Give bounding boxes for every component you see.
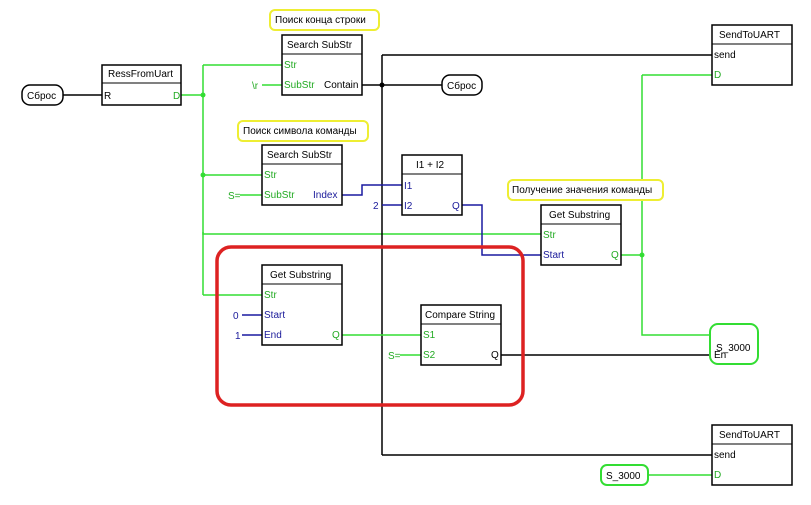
svg-text:D: D — [714, 70, 721, 81]
var-s3000-in[interactable]: S_3000 — [600, 464, 649, 486]
svg-text:Compare String: Compare String — [425, 310, 495, 321]
svg-text:D: D — [714, 470, 721, 481]
block-send-to-uart-1[interactable]: SendToUART send D — [711, 24, 793, 86]
svg-text:Search SubStr: Search SubStr — [287, 40, 353, 51]
svg-text:Q: Q — [611, 250, 619, 261]
svg-text:Сброс: Сброс — [27, 90, 56, 102]
var-s3000-out[interactable]: S_3000 En — [709, 323, 759, 365]
wire-ress-d-bus — [181, 64, 541, 296]
svg-text:Contain: Contain — [324, 80, 358, 91]
svg-text:I2: I2 — [404, 201, 413, 212]
svg-text:Str: Str — [284, 60, 297, 71]
svg-text:Str: Str — [543, 230, 556, 241]
const-seq-1[interactable]: S= — [228, 191, 241, 202]
svg-text:S_3000: S_3000 — [716, 343, 751, 354]
svg-text:Q: Q — [452, 201, 460, 212]
svg-text:En: En — [714, 350, 726, 361]
svg-text:D: D — [173, 91, 180, 102]
wire-q-start — [462, 204, 541, 256]
svg-text:send: send — [714, 450, 736, 461]
wire-contain-bus — [362, 54, 712, 456]
svg-text:Get Substring: Get Substring — [270, 270, 331, 281]
const-one[interactable]: 1 — [235, 331, 241, 342]
const-zero[interactable]: 0 — [233, 311, 239, 322]
var-reset-in[interactable]: Сброс — [21, 84, 64, 106]
svg-text:SendToUART: SendToUART — [719, 30, 780, 41]
svg-text:R: R — [104, 91, 111, 102]
block-get-substring-2[interactable]: Get Substring Str Start End Q — [261, 264, 343, 346]
block-search-substr-2[interactable]: Search SubStr Str SubStr Index — [261, 144, 343, 206]
svg-text:S1: S1 — [423, 330, 436, 341]
block-send-to-uart-2[interactable]: SendToUART send D — [711, 424, 793, 486]
highlight-frame — [215, 245, 525, 407]
svg-text:Поиск конца строки: Поиск конца строки — [275, 15, 366, 26]
svg-text:End: End — [264, 330, 282, 341]
block-add[interactable]: I1 + I2 I1 I2 Q — [401, 154, 463, 216]
svg-text:Start: Start — [264, 310, 285, 321]
svg-text:Str: Str — [264, 170, 277, 181]
block-compare-string[interactable]: Compare String S1 S2 Q — [420, 304, 502, 366]
const-two[interactable]: 2 — [373, 201, 379, 212]
svg-text:send: send — [714, 50, 736, 61]
svg-text:SendToUART: SendToUART — [719, 430, 780, 441]
svg-text:Поиск символа команды: Поиск символа команды — [243, 126, 357, 137]
svg-text:Q: Q — [332, 330, 340, 341]
var-reset-out[interactable]: Сброс — [441, 74, 483, 96]
const-newline[interactable]: \r — [252, 81, 259, 92]
svg-text:Get Substring: Get Substring — [549, 210, 610, 221]
svg-text:Start: Start — [543, 250, 564, 261]
block-get-substring-1[interactable]: Get Substring Str Start Q — [540, 204, 622, 266]
svg-text:SubStr: SubStr — [284, 80, 315, 91]
svg-text:Str: Str — [264, 290, 277, 301]
svg-text:I1 + I2: I1 + I2 — [416, 160, 445, 171]
svg-text:S2: S2 — [423, 350, 436, 361]
svg-text:SubStr: SubStr — [264, 190, 295, 201]
svg-text:Q: Q — [491, 350, 499, 361]
svg-text:S_3000: S_3000 — [606, 471, 641, 482]
wire-index-i1 — [342, 184, 402, 196]
svg-text:RessFromUart: RessFromUart — [108, 69, 173, 80]
svg-text:I1: I1 — [404, 181, 413, 192]
svg-text:Сброс: Сброс — [447, 80, 476, 92]
wire-getsub-q-d — [621, 74, 712, 336]
svg-text:Search SubStr: Search SubStr — [267, 150, 333, 161]
const-seq-2[interactable]: S= — [388, 351, 401, 362]
note-end-of-line: Поиск конца строки — [269, 9, 380, 31]
svg-text:Получение значения команды: Получение значения команды — [512, 185, 652, 196]
note-command-value: Получение значения команды — [507, 179, 664, 201]
block-search-substr-1[interactable]: Search SubStr Str SubStr Contain — [281, 34, 363, 96]
note-command-symbol: Поиск символа команды — [237, 120, 369, 142]
svg-text:Index: Index — [313, 190, 337, 201]
block-ress-from-uart[interactable]: RessFromUart R D — [101, 64, 182, 106]
